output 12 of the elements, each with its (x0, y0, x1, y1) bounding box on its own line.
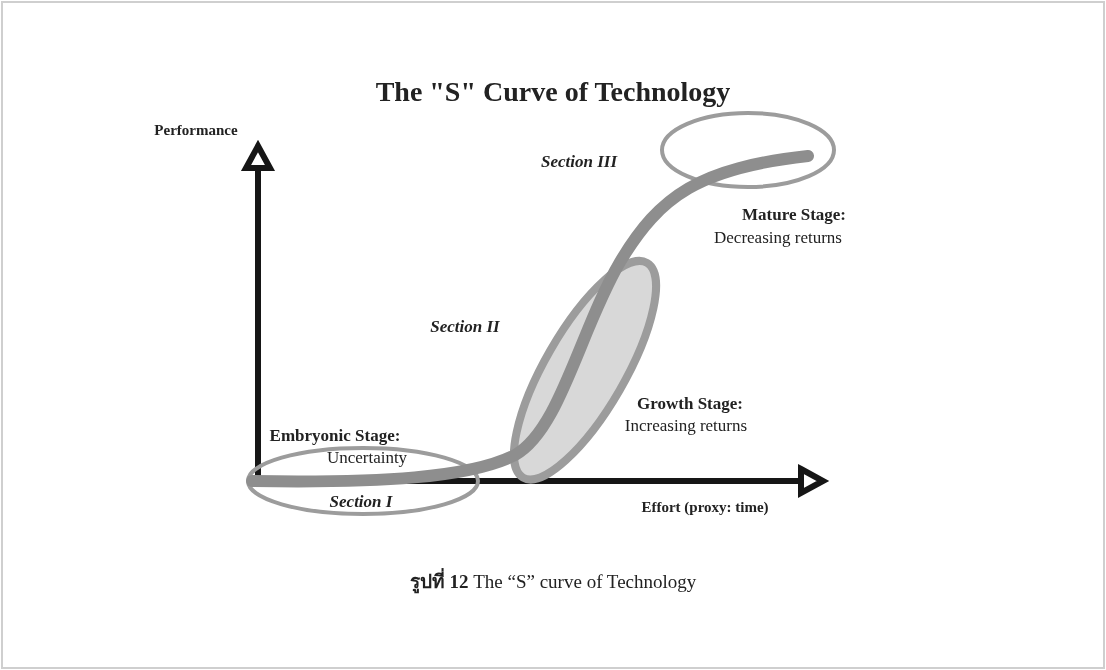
axis-label: Increasing returns (624, 416, 748, 436)
axis-label: Mature Stage: (742, 205, 846, 225)
axis-label: Embryonic Stage: (269, 426, 401, 446)
title: The "S" Curve of Technology (375, 76, 731, 108)
axis-label: Uncertainty (326, 448, 408, 468)
axis-label: Effort (proxy: time) (641, 498, 769, 516)
axis-label: Growth Stage: (637, 394, 743, 414)
section-label: Section III (541, 152, 617, 172)
axis-label: Performance (154, 121, 238, 139)
section-label: Section II (430, 317, 500, 337)
section-label: Section I (329, 492, 393, 512)
axis-label: Decreasing returns (714, 228, 842, 248)
